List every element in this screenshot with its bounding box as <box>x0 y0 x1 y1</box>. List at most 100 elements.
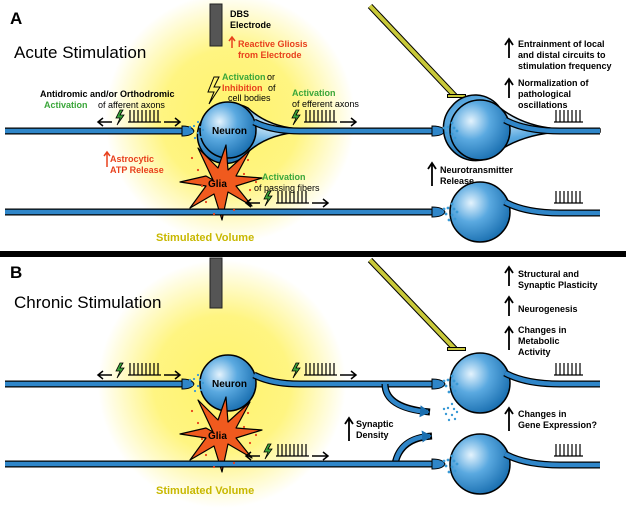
neuron-label-b: Neuron <box>212 379 247 390</box>
vesicle <box>444 212 448 216</box>
neuron-soma-a <box>196 103 446 165</box>
vesicle <box>455 382 459 386</box>
antidromic-activation: Activation <box>44 100 88 110</box>
vesicle <box>190 130 194 134</box>
cellbody-label-2: cell bodies <box>228 93 271 103</box>
stim-volume-label-a: Stimulated Volume <box>156 232 254 244</box>
stim-volume-label-b: Stimulated Volume <box>156 485 254 497</box>
gene-label-2: Gene Expression? <box>518 420 597 430</box>
neuron-label-a: Neuron <box>212 126 247 137</box>
efferent-activation: Activation <box>292 88 336 98</box>
vesicle <box>446 406 450 410</box>
up-arrow-icon <box>504 295 514 316</box>
spike-train <box>554 191 583 204</box>
up-arrow-icon <box>504 325 514 350</box>
panel-b: B Chronic Stimulation Neuron Glia Stimul… <box>5 257 600 508</box>
atp-dot <box>204 200 208 204</box>
dbs-electrode-a <box>209 3 223 47</box>
structural-label-1: Structural and <box>518 269 579 279</box>
vesicle <box>442 459 446 463</box>
left-arrow-icon <box>244 198 260 208</box>
left-arrow-icon <box>96 370 112 380</box>
vesicle <box>442 207 446 211</box>
synaptic-label-2: Density <box>356 430 389 440</box>
up-arrow-icon <box>504 265 514 286</box>
lightning-icon <box>115 362 125 379</box>
vesicle <box>199 388 203 392</box>
panel-a-letter: A <box>10 9 22 28</box>
dbs-electrode-b <box>209 257 223 309</box>
vesicle <box>447 470 451 474</box>
vesicle <box>450 454 454 458</box>
right-arrow-icon <box>340 370 358 380</box>
atp-dot <box>200 184 204 188</box>
gene-label-1: Changes in <box>518 409 567 419</box>
right-arrow-icon <box>312 198 330 208</box>
entrain-label-1: Entrainment of local <box>518 39 605 49</box>
vesicle <box>444 384 448 388</box>
vesicle <box>450 385 454 389</box>
vesicle <box>198 378 202 382</box>
vesicle <box>455 129 459 133</box>
lightning-icon <box>263 443 273 460</box>
spike-train <box>554 110 583 123</box>
spike-trains-a <box>96 109 583 208</box>
vesicle <box>450 121 454 125</box>
efferent-label: of efferent axons <box>292 99 359 109</box>
panel-b-title: Chronic Stimulation <box>14 293 161 312</box>
lightning-icon <box>291 362 301 379</box>
atp-dot <box>212 465 216 469</box>
vesicle <box>201 128 205 132</box>
atp-dot <box>196 421 200 425</box>
vesicle <box>446 378 450 382</box>
up-arrow-icon <box>103 150 111 167</box>
nt-label-2: Release <box>440 176 474 186</box>
atp-dot <box>248 441 252 445</box>
right-arrow-icon <box>340 117 358 127</box>
astro-label-2: ATP Release <box>110 165 164 175</box>
electrode-label-1: DBS <box>230 9 249 19</box>
vesicle <box>447 390 451 394</box>
vesicle <box>444 412 448 416</box>
astro-label-1: Astrocytic <box>110 154 154 164</box>
cellbody-or: or <box>267 72 275 82</box>
lightning-icon <box>291 109 301 126</box>
atp-dot <box>254 433 258 437</box>
cellbody-activation: Activation <box>222 72 266 82</box>
atp-dot <box>246 158 250 162</box>
antidromic-label-2: of afferent axons <box>98 100 165 110</box>
atp-dot <box>204 453 208 457</box>
vesicle <box>447 218 451 222</box>
atp-dot <box>190 156 194 160</box>
atp-dot <box>190 409 194 413</box>
glia-label-b: Glia <box>208 431 227 442</box>
lightning-icon <box>115 109 125 126</box>
neuron-soma-b <box>199 354 257 412</box>
panel-divider <box>0 251 626 257</box>
gliosis-label-1: Reactive Gliosis <box>238 39 308 49</box>
vesicle <box>196 120 200 124</box>
spike-train <box>554 363 583 376</box>
atp-dot <box>232 208 236 212</box>
vesicle <box>446 458 450 462</box>
right-arrow-icon <box>312 451 330 461</box>
left-arrow-icon <box>96 117 112 127</box>
norm-label-2: pathological <box>518 89 571 99</box>
vesicle <box>196 373 200 377</box>
spike-train <box>128 363 161 376</box>
vesicle <box>453 136 457 140</box>
vesicle <box>446 206 450 210</box>
vesicles-b <box>188 373 459 474</box>
nt-label-1: Neurotransmitter <box>440 165 514 175</box>
neurogenesis-label: Neurogenesis <box>518 304 578 314</box>
spike-train <box>304 110 337 123</box>
atp-dot <box>242 172 246 176</box>
atp-dot <box>248 188 252 192</box>
gliosis-label-2: from Electrode <box>238 50 302 60</box>
metabolic-label-1: Changes in <box>518 325 567 335</box>
metabolic-label-3: Activity <box>518 347 551 357</box>
atp-dot <box>246 411 250 415</box>
vesicle <box>450 402 454 406</box>
vesicle <box>453 469 457 473</box>
